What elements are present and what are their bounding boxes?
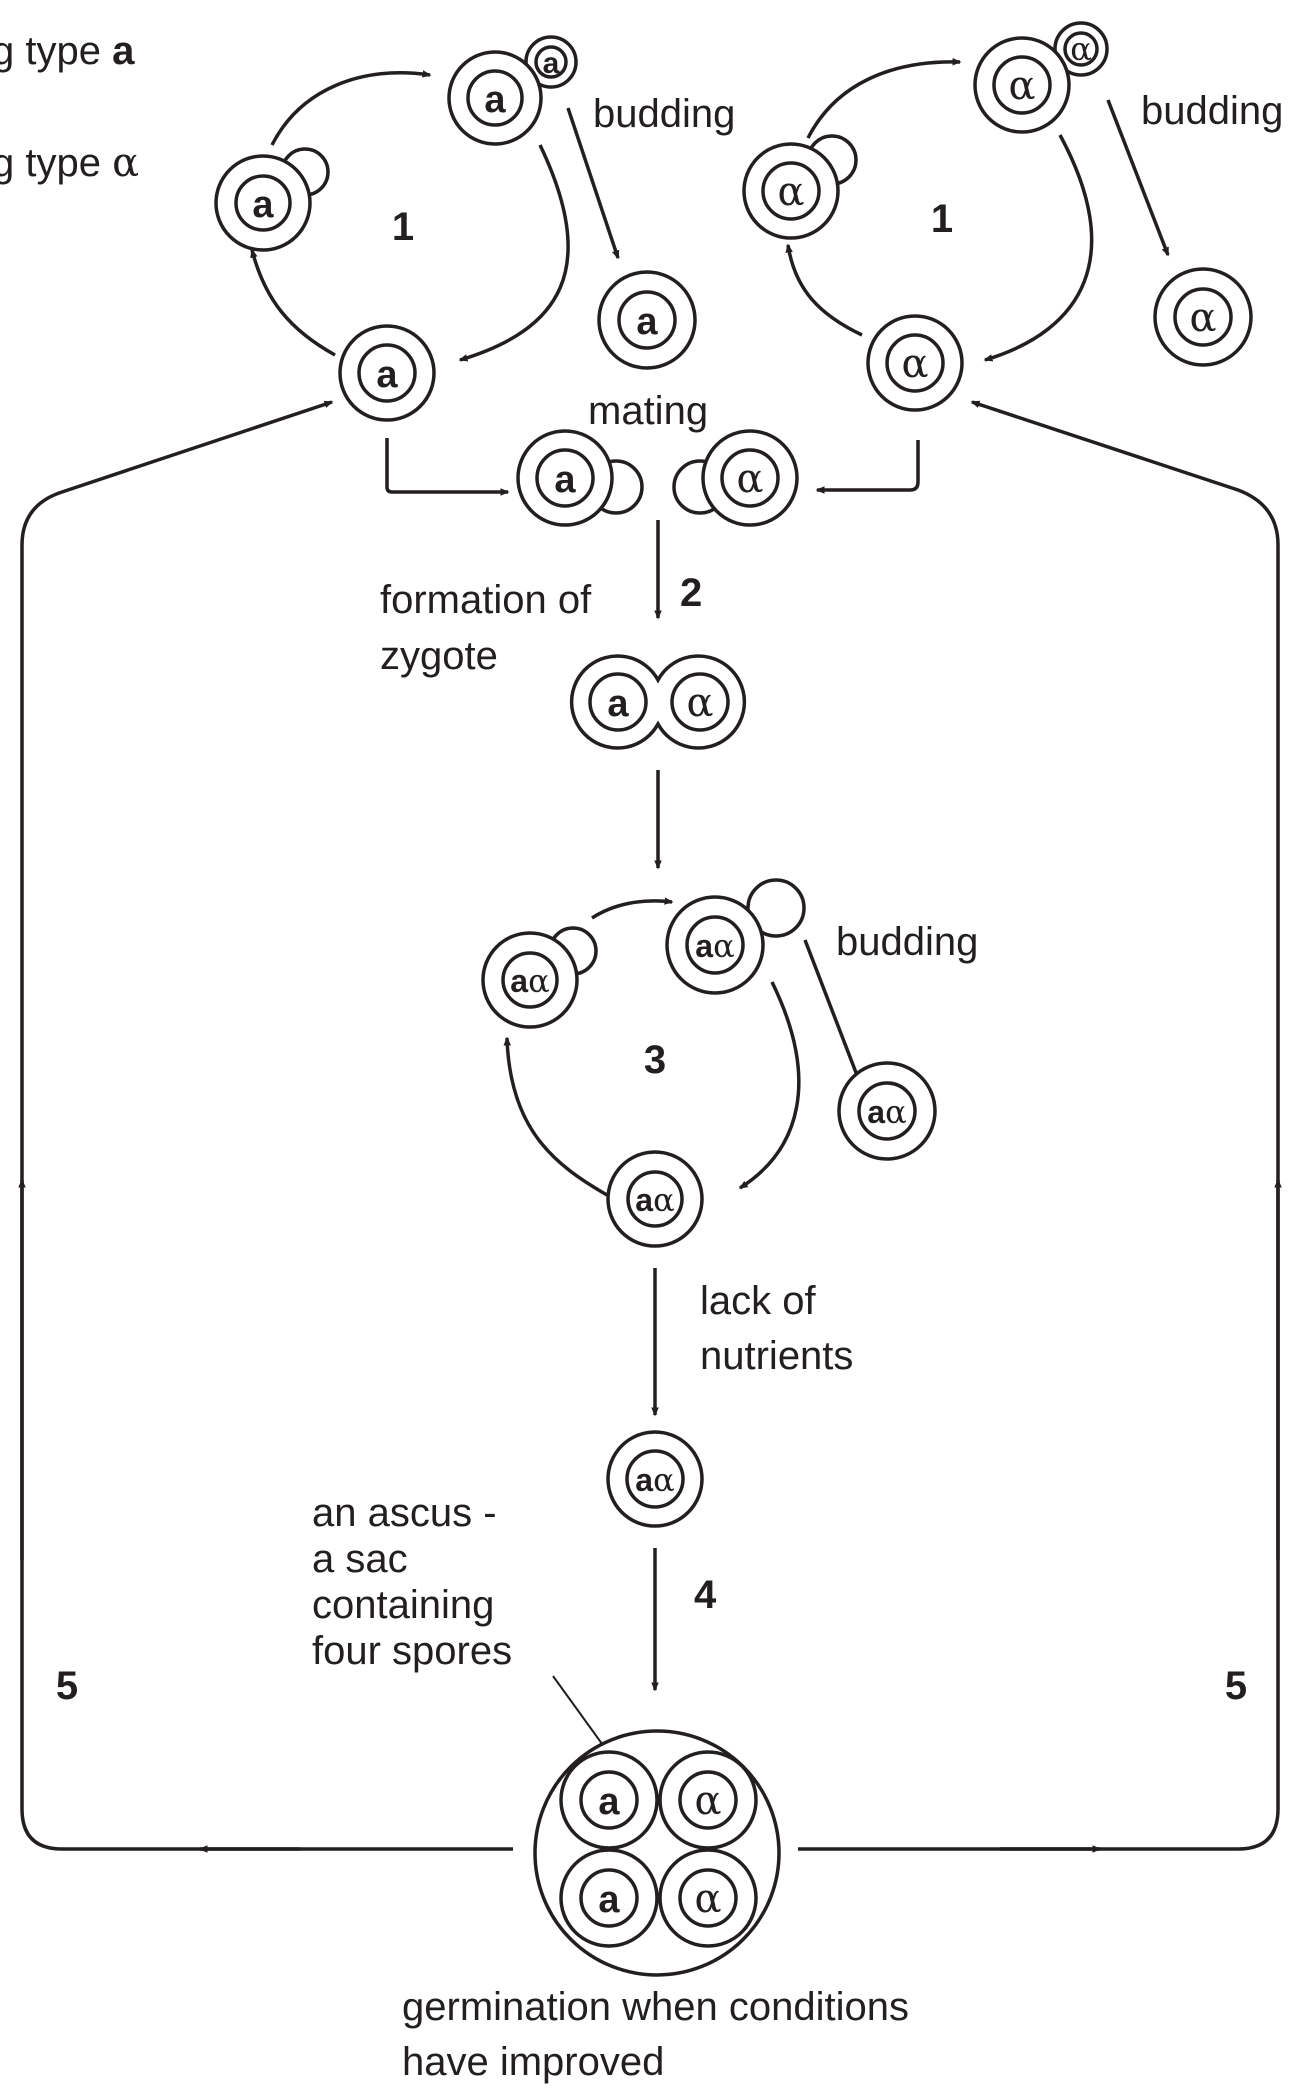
cycle-a-arrow-left (250, 248, 336, 357)
diploid-arrow-top (591, 897, 674, 920)
nucleus (534, 45, 568, 79)
cell-label-a: a (554, 459, 576, 501)
cell-label-a-alpha: aα (635, 1461, 674, 1499)
nucleus (535, 448, 595, 508)
label-germination-line1: germination when conditions (402, 1985, 909, 2029)
nucleus (579, 1868, 639, 1928)
nucleus (1173, 287, 1233, 347)
haploid-cycle-a: a a a a a budding 1 (214, 35, 735, 422)
step-5-left: 5 (56, 1664, 78, 1708)
cell-label-alpha: α (1070, 30, 1092, 68)
step-2: 2 (680, 571, 702, 615)
nucleus (357, 343, 417, 403)
cell-label-alpha: α (1189, 295, 1216, 341)
cell-label-alpha: α (736, 456, 763, 502)
cell-label-alpha: α (694, 1876, 721, 1922)
cell-label-a: a (484, 79, 506, 121)
ascus-pointer-line (552, 1675, 606, 1749)
cell-label-alpha: α (1008, 63, 1035, 109)
cell-label-a-alpha: aα (510, 962, 549, 1000)
label-lack-of: lack of (700, 1279, 816, 1323)
cell-label-a: a (636, 301, 658, 343)
label-mating: mating (588, 389, 708, 433)
diploid-arrow-right (738, 981, 801, 1190)
budding-alpha-arrow (1106, 99, 1170, 257)
budding-a-arrow (566, 107, 620, 260)
step-3: 3 (644, 1038, 666, 1082)
cycle-alpha-arrow-top (806, 58, 962, 139)
ascus: a α a α (533, 1729, 781, 1977)
mating-stage: a α mating (385, 389, 920, 527)
label-budding-diploid: budding (836, 920, 978, 964)
cell-label-alpha: α (901, 341, 928, 387)
nucleus (992, 55, 1052, 115)
step-1-a: 1 (392, 205, 414, 249)
label-a-sac: a sac (312, 1537, 408, 1581)
cycle-alpha-arrow-right (983, 134, 1094, 362)
cell-label-a: a (376, 354, 398, 396)
label-nutrients: nutrients (700, 1334, 853, 1378)
label-budding-alpha: budding (1141, 89, 1283, 133)
nucleus (626, 1170, 684, 1228)
haploid-cycle-alpha: α α α α α budding 1 (742, 21, 1283, 412)
mating-arrow-right (815, 440, 920, 494)
germination-path-left (20, 400, 513, 1851)
nucleus (579, 1770, 639, 1830)
mating-arrow-left (385, 438, 510, 496)
step-4: 4 (694, 1573, 717, 1617)
cell-label-a: a (252, 184, 274, 226)
cycle-a-arrow-right (458, 144, 570, 362)
cell-label-a: a (607, 683, 629, 725)
step-1-alpha: 1 (931, 197, 953, 241)
nucleus (857, 1081, 917, 1141)
diploid-arrow-left (503, 1036, 608, 1197)
cycle-a-arrow-top (270, 70, 432, 146)
nucleus (234, 174, 292, 232)
germination-path-right (798, 400, 1280, 1851)
cell-label-a: a (598, 1781, 620, 1823)
label-budding-a: budding (593, 92, 735, 136)
nucleus (501, 951, 559, 1009)
diploid-cycle: aα aα aα aα budding 3 (481, 878, 978, 1248)
cycle-alpha-arrow-left (785, 243, 863, 337)
label-formation-of: formation of (380, 578, 592, 622)
nucleus (685, 915, 745, 975)
nucleus (617, 290, 677, 350)
cell-label-a-alpha: aα (635, 1181, 674, 1219)
cell-label-a: a (598, 1879, 620, 1921)
nucleus (466, 69, 524, 127)
cell-label-a: a (543, 47, 560, 80)
zygote: a α (569, 654, 747, 750)
nucleus (670, 672, 730, 732)
step-5-right: 5 (1225, 1664, 1247, 1708)
budding-diploid-arrow (803, 939, 862, 1085)
cell-label-alpha: α (777, 169, 804, 215)
nucleus (720, 448, 780, 508)
nucleus (761, 161, 821, 221)
nucleus (1063, 31, 1099, 67)
nucleus (885, 333, 945, 393)
starved-diploid-cell: aα (606, 1430, 704, 1528)
label-germination-line2: have improved (402, 2040, 664, 2084)
cell-label-alpha: α (686, 680, 713, 726)
label-zygote: zygote (380, 634, 498, 678)
cell-label-a-alpha: aα (695, 927, 734, 965)
label-containing: containing (312, 1583, 494, 1627)
label-four-spores: four spores (312, 1629, 512, 1673)
nucleus (678, 1868, 738, 1928)
cell-label-alpha: α (694, 1778, 721, 1824)
legend-mating-type-a: g type a (0, 29, 135, 73)
nucleus (588, 672, 648, 732)
nucleus (625, 1449, 685, 1509)
legend-mating-type-alpha: g type α (0, 140, 139, 186)
cell-label-a-alpha: aα (867, 1093, 906, 1131)
nucleus (678, 1770, 738, 1830)
label-an-ascus: an ascus - (312, 1491, 497, 1535)
